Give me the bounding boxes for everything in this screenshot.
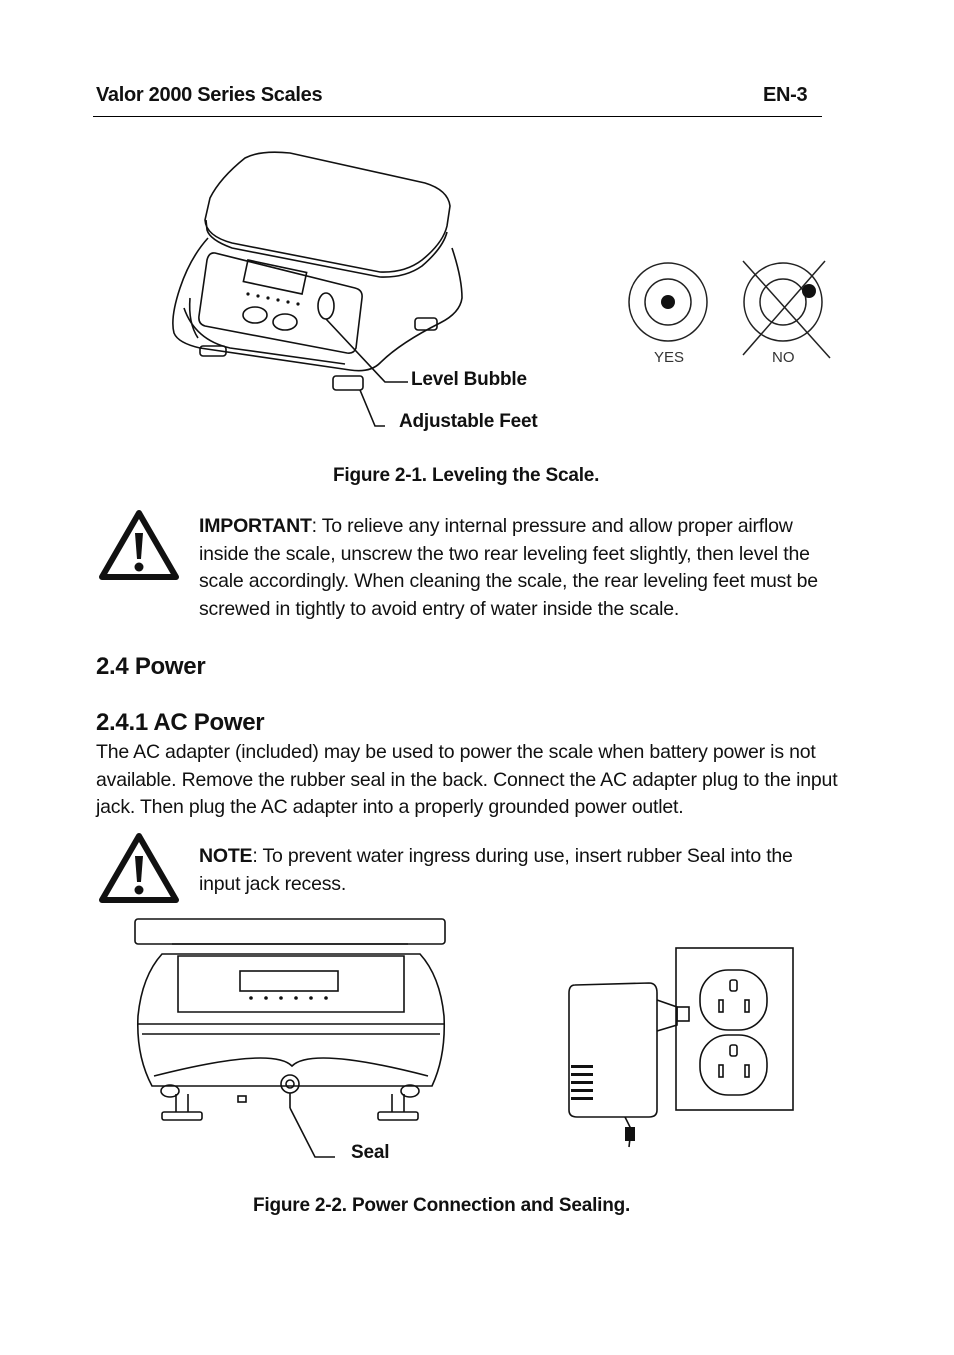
ac-adapter-outlet-illustration (568, 947, 794, 1148)
figure-2-1-caption: Figure 2-1. Leveling the Scale. (333, 465, 600, 486)
adjustable-feet-label: Adjustable Feet (399, 411, 538, 432)
note-label: NOTE (199, 845, 253, 867)
section-2-4-heading: 2.4 Power (96, 653, 206, 680)
note-block: NOTE: To prevent water ingress during us… (199, 843, 799, 898)
ac-power-body: The AC adapter (included) may be used to… (96, 741, 838, 818)
warning-triangle-icon (99, 833, 179, 903)
header-rule (93, 116, 822, 117)
running-header-title: Valor 2000 Series Scales (96, 84, 323, 106)
note-text: : To prevent water ingress during use, i… (199, 845, 793, 895)
important-text: : To relieve any internal pressure and a… (199, 515, 818, 620)
section-2-4-1-heading: 2.4.1 AC Power (96, 709, 265, 736)
level-bubble-yes-no-diagram (628, 260, 831, 359)
no-label: NO (772, 349, 795, 366)
scale-perspective-illustration (172, 151, 463, 427)
scale-front-view-illustration (134, 918, 446, 1158)
figure-2-2-caption: Figure 2-2. Power Connection and Sealing… (253, 1195, 631, 1216)
page-number: EN-3 (763, 84, 808, 106)
warning-triangle-icon (99, 510, 179, 580)
seal-label: Seal (351, 1142, 390, 1163)
important-label: IMPORTANT (199, 515, 312, 537)
no-bubble-icon (802, 284, 816, 298)
yes-bubble-icon (661, 295, 675, 309)
level-bubble-label: Level Bubble (411, 369, 527, 390)
yes-label: YES (654, 349, 685, 366)
important-note: IMPORTANT: To relieve any internal press… (199, 513, 839, 623)
